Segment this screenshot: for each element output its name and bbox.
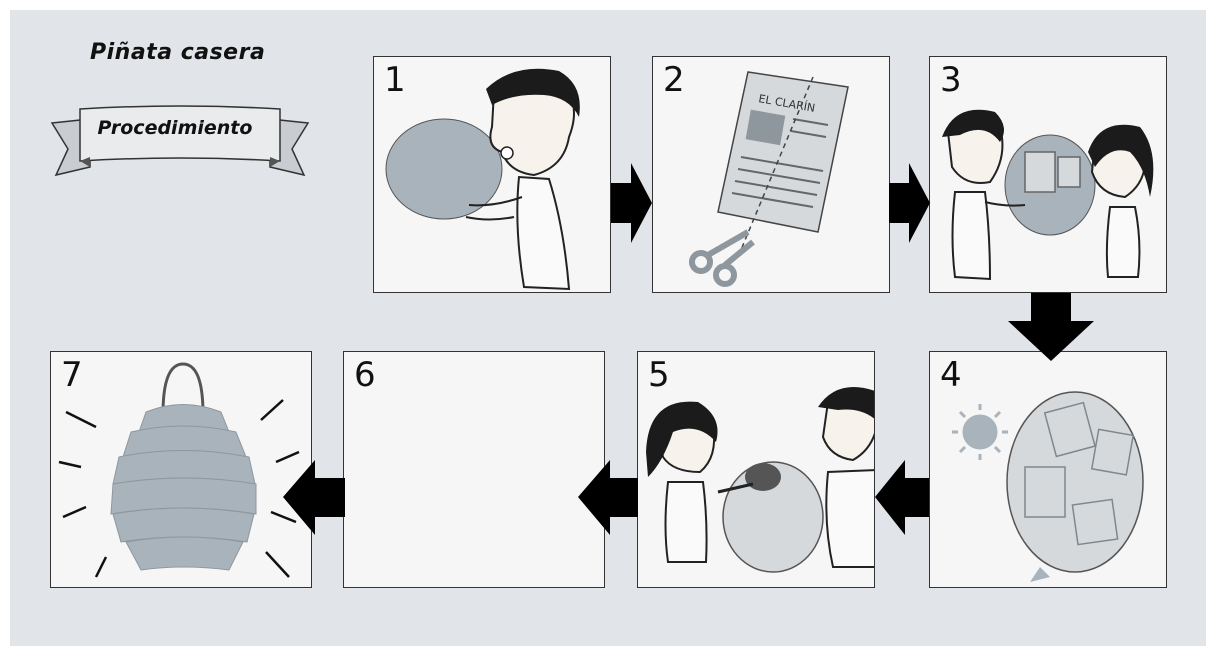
arrow-right-icon (611, 163, 652, 243)
sun-icon (952, 404, 1008, 460)
banner-label: Procedimiento (80, 117, 270, 139)
finished-pinata-illustration (51, 352, 312, 588)
step-panel-2: 2 EL CLARÍN (652, 56, 890, 293)
step-panel-4: 4 (929, 351, 1167, 588)
step-panel-5: 5 (637, 351, 875, 588)
page-title: Piñata casera (90, 40, 280, 65)
step-panel-3: 3 (929, 56, 1167, 293)
step-number: 6 (354, 358, 376, 392)
arrow-left-icon (283, 460, 345, 535)
boy-inflating-balloon-illustration (374, 57, 611, 293)
arrow-right-icon (889, 163, 930, 243)
newspaper-and-scissors-illustration: EL CLARÍN (653, 57, 890, 293)
step-panel-7: 7 (50, 351, 312, 588)
children-covering-balloon-illustration (930, 57, 1167, 293)
arrow-down-icon (1008, 293, 1094, 361)
children-cutting-balloon-illustration (638, 352, 875, 588)
step-panel-6: 6 (343, 351, 605, 588)
step-panel-1: 1 (373, 56, 611, 293)
arrow-left-icon (875, 460, 929, 535)
balloon-drying-in-sun-illustration (930, 352, 1167, 588)
arrow-left-icon (578, 460, 638, 535)
